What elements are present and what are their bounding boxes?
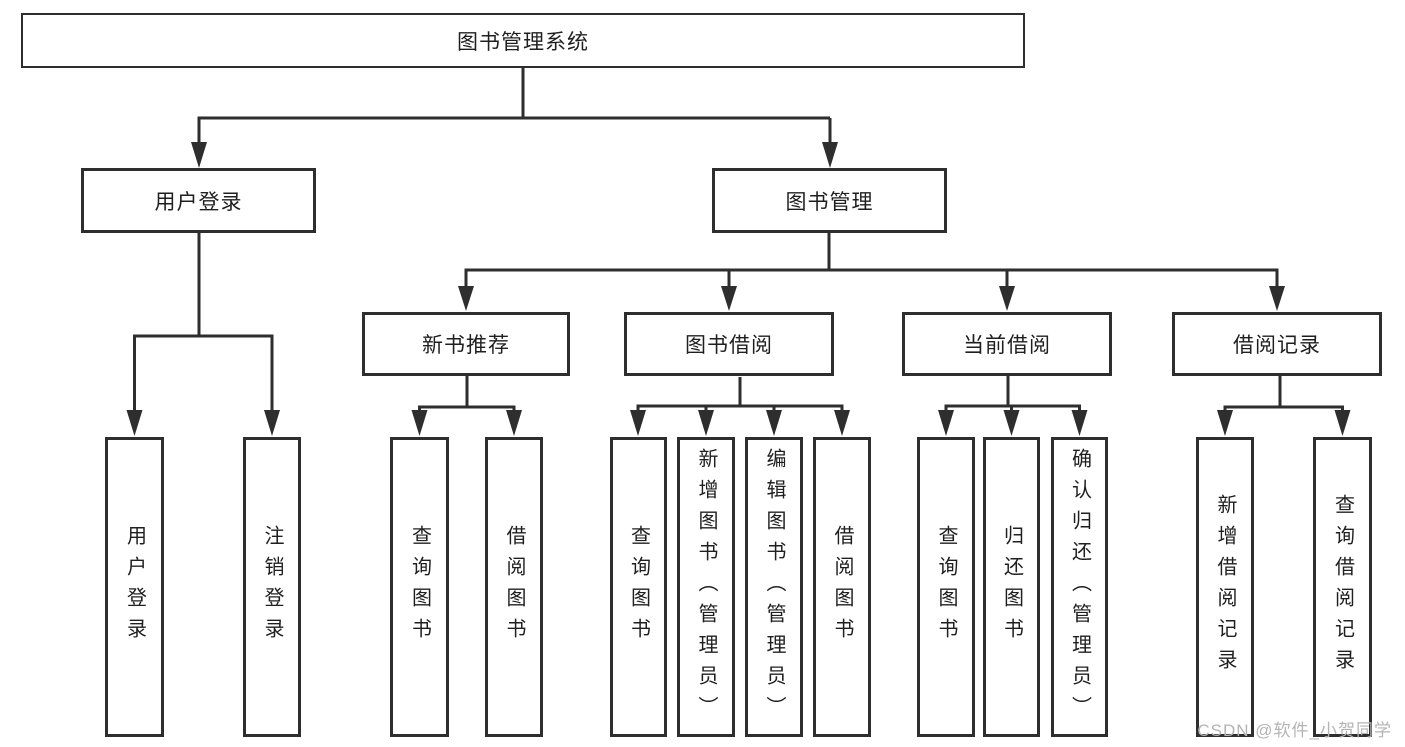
leaf-add-book-admin: 新增图书（管理员） xyxy=(677,437,735,737)
leaf-add-borrow-record: 新增借阅记录 xyxy=(1196,437,1254,737)
leaf-edit-book-admin: 编辑图书（管理员） xyxy=(745,437,803,737)
leaf-query-books-1: 查询图书 xyxy=(390,437,449,737)
node-user-login: 用户登录 xyxy=(81,168,316,233)
leaf-return-book: 归还图书 xyxy=(983,437,1040,737)
leaf-user-login: 用户登录 xyxy=(105,437,164,737)
node-current-borrowing: 当前借阅 xyxy=(902,312,1112,376)
leaf-query-borrow-record: 查询借阅记录 xyxy=(1313,437,1372,737)
leaf-borrow-books-2: 借阅图书 xyxy=(813,437,871,737)
node-library-management-system: 图书管理系统 xyxy=(21,13,1025,68)
leaf-confirm-return-admin: 确认归还（管理员） xyxy=(1051,437,1108,737)
leaf-logout: 注销登录 xyxy=(243,437,301,737)
leaf-query-books-2: 查询图书 xyxy=(610,437,667,737)
leaf-query-books-3: 查询图书 xyxy=(917,437,975,737)
node-book-borrowing: 图书借阅 xyxy=(624,312,834,376)
node-borrow-records: 借阅记录 xyxy=(1172,312,1382,376)
node-new-book-recommend: 新书推荐 xyxy=(362,312,570,376)
node-book-management: 图书管理 xyxy=(712,168,947,233)
csdn-watermark: CSDN @软件_小贺同学 xyxy=(1197,721,1392,740)
leaf-borrow-books-1: 借阅图书 xyxy=(485,437,543,737)
